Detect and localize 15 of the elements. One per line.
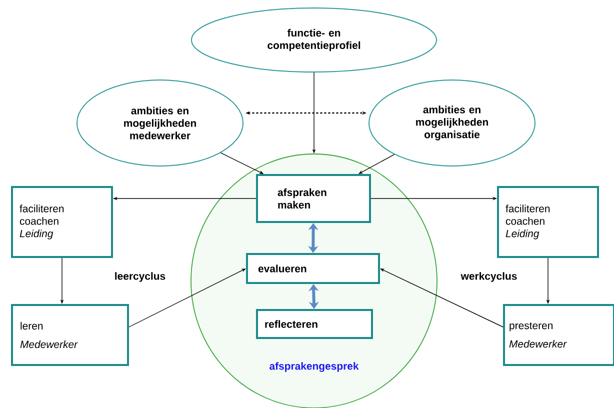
role-box: presteren Medewerker bbox=[503, 304, 614, 366]
ellipse-node: ambities en mogelijkheden medewerker bbox=[76, 80, 244, 166]
process-box: afspraken maken bbox=[256, 174, 371, 223]
cycle-label: leercyclus bbox=[115, 272, 166, 282]
process-box: reflecteren bbox=[256, 309, 373, 339]
ellipse-node: functie- en competentieprofiel bbox=[191, 8, 437, 72]
arrow bbox=[308, 284, 319, 309]
role-box: leren Medewerker bbox=[11, 304, 129, 366]
circle-caption: afsprakengesprek bbox=[270, 362, 359, 372]
role-box: faciliteren coachen Leiding bbox=[497, 186, 599, 258]
role-box: faciliteren coachen Leiding bbox=[11, 186, 113, 258]
arrow bbox=[308, 223, 318, 253]
ellipse-node: ambities en mogelijkheden organisatie bbox=[368, 80, 536, 166]
cycle-label: werkcyclus bbox=[460, 272, 517, 282]
process-box: evalueren bbox=[246, 253, 380, 284]
